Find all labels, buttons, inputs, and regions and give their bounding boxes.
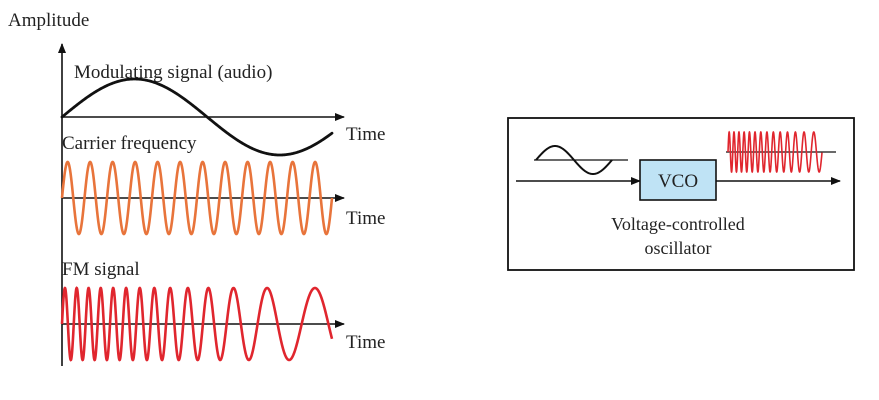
right-panel-vco: VCO Voltage-controlled oscillator xyxy=(507,117,855,271)
vco-caption-line1: Voltage-controlled xyxy=(611,214,745,234)
modulating-time-label: Time xyxy=(346,124,385,145)
vco-block xyxy=(639,159,717,201)
vco-frame xyxy=(507,117,855,271)
modulating-signal-wave xyxy=(60,77,334,157)
fm-signal-label: FM signal xyxy=(62,259,140,280)
left-panel: Amplitude Modulating signal (audio) Time… xyxy=(8,10,385,366)
vco-output-fm-wave xyxy=(727,130,823,174)
fm-time-label: Time xyxy=(346,332,385,353)
fm-signal-wave xyxy=(60,286,334,362)
carrier-wave xyxy=(60,160,334,236)
carrier-frequency-label: Carrier frequency xyxy=(62,133,197,154)
vco-caption-line2: oscillator xyxy=(645,238,712,258)
vco-input-sine-wave xyxy=(535,144,613,176)
amplitude-axis-label: Amplitude xyxy=(8,10,89,31)
carrier-time-label: Time xyxy=(346,208,385,229)
vco-block-label: VCO xyxy=(658,171,698,192)
modulating-signal-label: Modulating signal (audio) xyxy=(74,62,272,83)
